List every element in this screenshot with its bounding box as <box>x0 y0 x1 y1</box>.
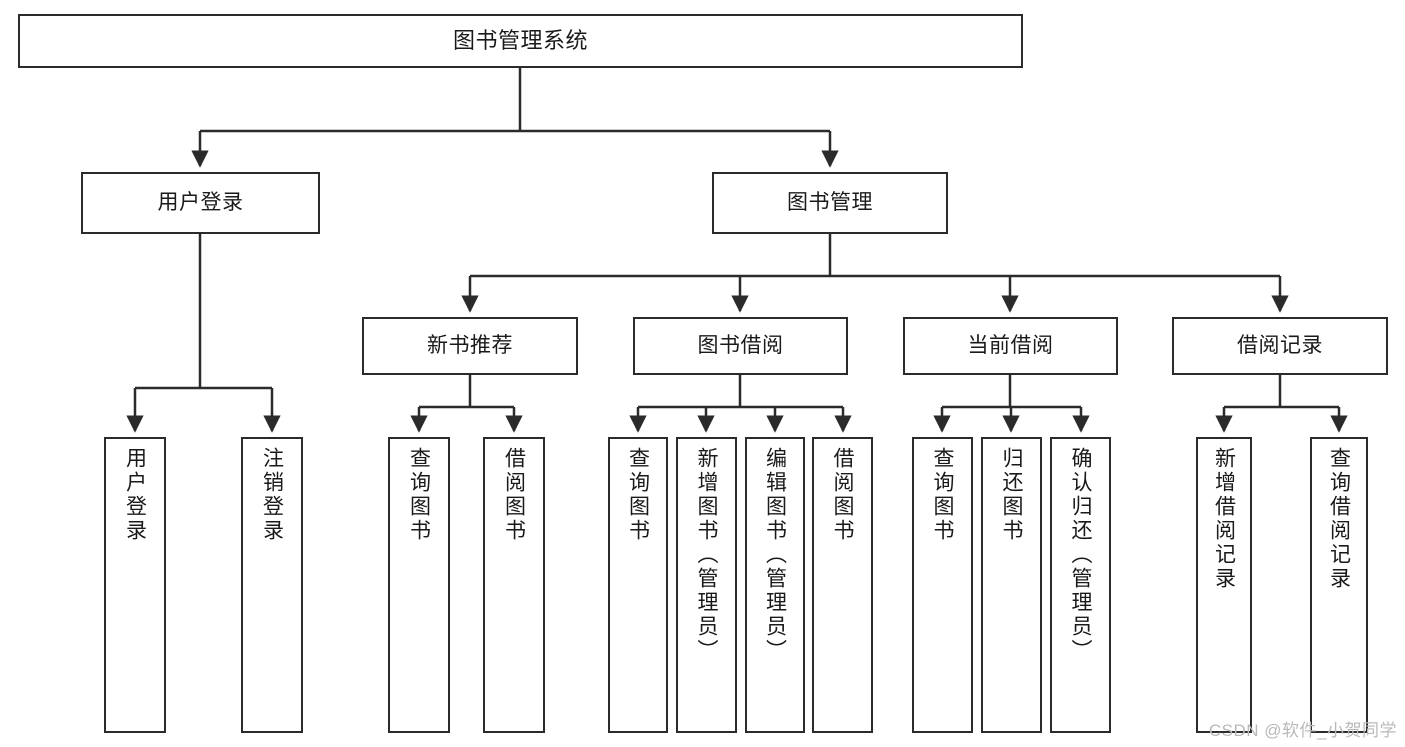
node-borrow-record-label: 借阅记录 <box>1237 333 1323 357</box>
node-new-book-rec[interactable]: 新书推荐 <box>362 317 578 375</box>
node-leaf-borrow-book-1[interactable]: 借阅图书 <box>483 437 545 733</box>
node-leaf-borrow-book-2[interactable]: 借阅图书 <box>812 437 873 733</box>
node-leaf-query-book-1-label: 查询图书 <box>407 447 431 543</box>
node-leaf-confirm-return-label: 确认归还（管理员） <box>1069 447 1092 663</box>
node-book-manage[interactable]: 图书管理 <box>712 172 948 234</box>
node-leaf-logout[interactable]: 注销登录 <box>241 437 303 733</box>
node-user-login[interactable]: 用户登录 <box>81 172 320 234</box>
node-leaf-user-login[interactable]: 用户登录 <box>104 437 166 733</box>
node-leaf-return-book-label: 归还图书 <box>1000 447 1023 543</box>
node-root-label: 图书管理系统 <box>452 28 588 54</box>
node-leaf-query-book-3-label: 查询图书 <box>931 447 954 543</box>
node-user-login-label: 用户登录 <box>157 190 244 214</box>
node-book-borrow[interactable]: 图书借阅 <box>633 317 848 375</box>
node-current-borrow-label: 当前借阅 <box>967 333 1054 357</box>
node-leaf-add-record-label: 新增借阅记录 <box>1212 447 1236 591</box>
node-leaf-borrow-book-1-label: 借阅图书 <box>502 447 526 543</box>
node-leaf-add-book[interactable]: 新增图书（管理员） <box>676 437 737 733</box>
node-leaf-add-book-label: 新增图书（管理员） <box>695 447 718 663</box>
node-root[interactable]: 图书管理系统 <box>18 14 1023 68</box>
node-leaf-logout-label: 注销登录 <box>260 447 284 543</box>
watermark: CSDN @软件_小贺同学 <box>1208 721 1397 740</box>
node-leaf-edit-book[interactable]: 编辑图书（管理员） <box>745 437 805 733</box>
node-new-book-rec-label: 新书推荐 <box>427 333 513 357</box>
node-leaf-query-book-2[interactable]: 查询图书 <box>608 437 668 733</box>
node-leaf-add-record[interactable]: 新增借阅记录 <box>1196 437 1252 733</box>
node-leaf-borrow-book-2-label: 借阅图书 <box>831 447 854 543</box>
node-leaf-confirm-return[interactable]: 确认归还（管理员） <box>1050 437 1111 733</box>
node-book-borrow-label: 图书借阅 <box>697 333 784 357</box>
node-current-borrow[interactable]: 当前借阅 <box>903 317 1118 375</box>
node-leaf-edit-book-label: 编辑图书（管理员） <box>763 447 787 663</box>
node-leaf-query-record-label: 查询借阅记录 <box>1327 447 1351 591</box>
node-borrow-record[interactable]: 借阅记录 <box>1172 317 1388 375</box>
node-leaf-user-login-label: 用户登录 <box>123 447 147 543</box>
node-leaf-query-record[interactable]: 查询借阅记录 <box>1310 437 1368 733</box>
node-leaf-query-book-1[interactable]: 查询图书 <box>388 437 450 733</box>
node-book-manage-label: 图书管理 <box>787 190 873 214</box>
node-leaf-return-book[interactable]: 归还图书 <box>981 437 1042 733</box>
node-leaf-query-book-3[interactable]: 查询图书 <box>912 437 973 733</box>
node-leaf-query-book-2-label: 查询图书 <box>626 447 650 543</box>
